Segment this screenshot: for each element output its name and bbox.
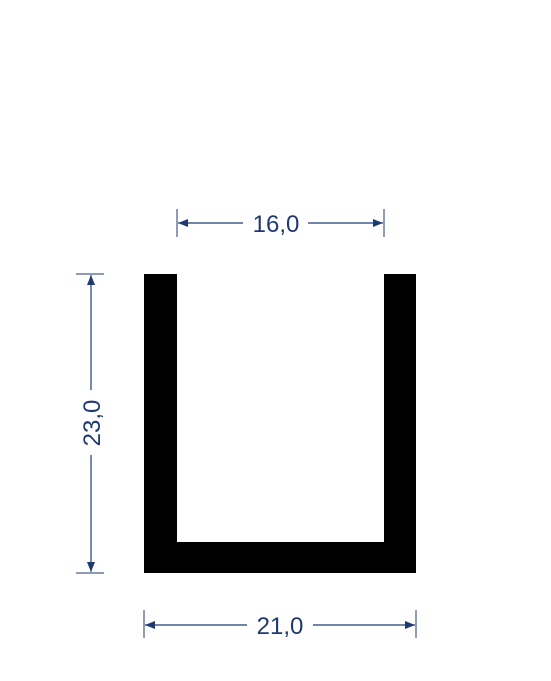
height-dimension: 23,0 — [76, 273, 106, 574]
outer-width-label: 21,0 — [257, 613, 304, 640]
height-label: 23,0 — [79, 400, 106, 447]
u-channel-profile — [144, 274, 416, 573]
inner-width-label: 16,0 — [253, 211, 300, 238]
inner-width-dimension: 16,0 — [176, 209, 385, 238]
outer-width-dimension: 21,0 — [143, 610, 417, 640]
